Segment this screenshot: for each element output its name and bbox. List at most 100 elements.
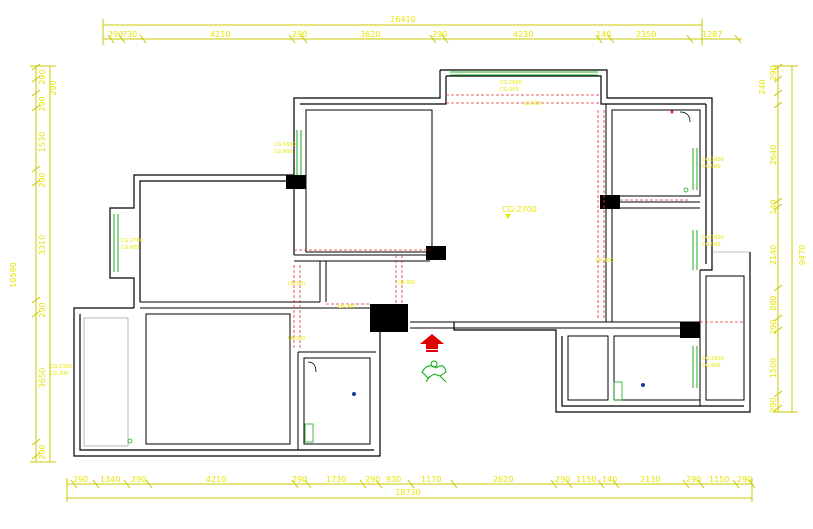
right-segment-labels: 240 290 2640 140 2140 880 290 1500 290 bbox=[758, 65, 778, 412]
beam-label: LB:300 bbox=[288, 281, 305, 287]
window-label: CG:2300 bbox=[50, 364, 72, 370]
door-swing-icon bbox=[679, 111, 691, 123]
window-label: CG:900 bbox=[274, 149, 293, 155]
window-label: CG:900 bbox=[702, 242, 721, 248]
top-segment-labels: 290 730 4210 290 3620 290 4230 140 2350 … bbox=[108, 30, 722, 39]
beam-label: LB:300 bbox=[288, 336, 305, 342]
drain-icon bbox=[352, 392, 356, 396]
window-label: CG:900 bbox=[702, 164, 721, 170]
dim-label: 290 bbox=[769, 319, 778, 334]
top-tick-marks bbox=[107, 34, 742, 44]
dim-label: 140 bbox=[769, 199, 778, 214]
dim-label: 290 bbox=[292, 30, 307, 39]
dim-label: 880 bbox=[769, 295, 778, 310]
bottom-tick-marks bbox=[70, 479, 756, 489]
toilet-fixtures bbox=[127, 187, 689, 444]
ceiling-marker-icon bbox=[505, 214, 511, 219]
dim-label: 290 bbox=[73, 475, 88, 484]
dim-label: 1730 bbox=[326, 475, 346, 484]
bottom-dimensions bbox=[66, 478, 753, 502]
dim-label: 1170 bbox=[421, 475, 441, 484]
bottom-segment-labels: 290 1340 290 4210 290 1730 290 930 1170 … bbox=[73, 475, 752, 484]
dim-label: 290 bbox=[38, 302, 47, 317]
left-total-dimension: 10590 bbox=[9, 262, 18, 287]
drain-icon bbox=[641, 383, 645, 387]
dim-label: 2350 bbox=[636, 30, 656, 39]
interior-walls bbox=[140, 104, 745, 450]
dim-label: 730 bbox=[122, 30, 137, 39]
window-label: CG:1600 bbox=[702, 356, 724, 362]
room-labels: CG:2700 LB:300 LB:300 LB:300 LB:300 LB:3… bbox=[288, 101, 613, 342]
dim-label: 2130 bbox=[640, 475, 660, 484]
dim-label: 3650 bbox=[38, 368, 47, 388]
dim-label: 290 bbox=[555, 475, 570, 484]
dim-label: 290 bbox=[292, 475, 307, 484]
floor-drain-icon bbox=[127, 438, 133, 444]
dim-label: 290 bbox=[38, 444, 47, 459]
dim-label: 290 bbox=[769, 65, 778, 80]
dim-label: 290 bbox=[38, 96, 47, 111]
dim-label: 290 bbox=[131, 475, 146, 484]
toilet-icon bbox=[304, 423, 314, 443]
beam-lines bbox=[293, 94, 744, 350]
window-label: CG:300 bbox=[500, 87, 519, 93]
window-label: CG:600 bbox=[121, 245, 140, 251]
left-tick-marks bbox=[31, 63, 41, 460]
marker-dot bbox=[670, 110, 674, 114]
dim-label: 290 bbox=[108, 30, 123, 39]
entrance-person-icon bbox=[421, 360, 447, 383]
dim-label: 140 bbox=[602, 475, 617, 484]
right-dimensions bbox=[772, 65, 798, 413]
dim-label: 290 bbox=[38, 69, 47, 84]
dim-label: 290 bbox=[686, 475, 701, 484]
top-dimensions bbox=[102, 19, 742, 45]
dim-label: 290 bbox=[769, 397, 778, 412]
exterior-walls bbox=[73, 69, 751, 457]
window-label: CG:2700 bbox=[121, 238, 143, 244]
top-total-dimension: 16410 bbox=[390, 15, 415, 24]
right-total-dimension: 9470 bbox=[798, 245, 807, 265]
dim-label: 4230 bbox=[513, 30, 533, 39]
beam-label: LB:300 bbox=[596, 258, 613, 264]
dim-label: 3310 bbox=[38, 235, 47, 255]
window-label: CG:1600 bbox=[702, 235, 724, 241]
windows bbox=[113, 71, 698, 388]
toilet-icon bbox=[613, 381, 623, 401]
dim-label: 290 bbox=[737, 475, 752, 484]
window-labels: CG:1600 CG:300 CG:1600 CG:900 CG:2700 CG… bbox=[50, 80, 724, 377]
dim-label: 290 bbox=[432, 30, 447, 39]
dim-label: 1500 bbox=[769, 358, 778, 378]
fixtures bbox=[307, 111, 691, 396]
dim-label: 3620 bbox=[360, 30, 380, 39]
ceiling-height-label: CG:2700 bbox=[502, 205, 537, 214]
entrance-arrow-icon bbox=[420, 334, 444, 352]
beam-label: LB:300 bbox=[398, 280, 415, 286]
dim-label: 1150 bbox=[709, 475, 729, 484]
window-label: CG:1600 bbox=[702, 157, 724, 163]
dim-label: 1287 bbox=[702, 30, 722, 39]
dim-label: 930 bbox=[386, 475, 401, 484]
dim-label: 290 bbox=[365, 475, 380, 484]
bottom-total-dimension: 18730 bbox=[395, 488, 420, 497]
structural-columns bbox=[286, 175, 700, 338]
right-tick-marks bbox=[773, 63, 783, 412]
left-dimensions bbox=[30, 65, 56, 463]
window-label: CG:300 bbox=[50, 371, 69, 377]
window-label: CG:900 bbox=[702, 363, 721, 369]
left-segment-labels: 290 290 290 1530 290 3310 290 3650 290 bbox=[38, 69, 58, 459]
dim-label: 290 bbox=[38, 172, 47, 187]
dim-label: 2640 bbox=[769, 145, 778, 165]
dim-label: 4210 bbox=[206, 475, 226, 484]
dim-label: 1340 bbox=[100, 475, 120, 484]
floor-drain-icon bbox=[683, 187, 689, 193]
dim-label: 2140 bbox=[769, 245, 778, 265]
beam-label: LB:300 bbox=[338, 304, 355, 310]
window-label: CG:1600 bbox=[274, 142, 296, 148]
door-swing-icon bbox=[307, 361, 317, 373]
balcony-lines bbox=[83, 251, 750, 447]
dim-label: 1530 bbox=[38, 132, 47, 152]
dim-label: 1150 bbox=[576, 475, 596, 484]
dim-label: 4210 bbox=[210, 30, 230, 39]
